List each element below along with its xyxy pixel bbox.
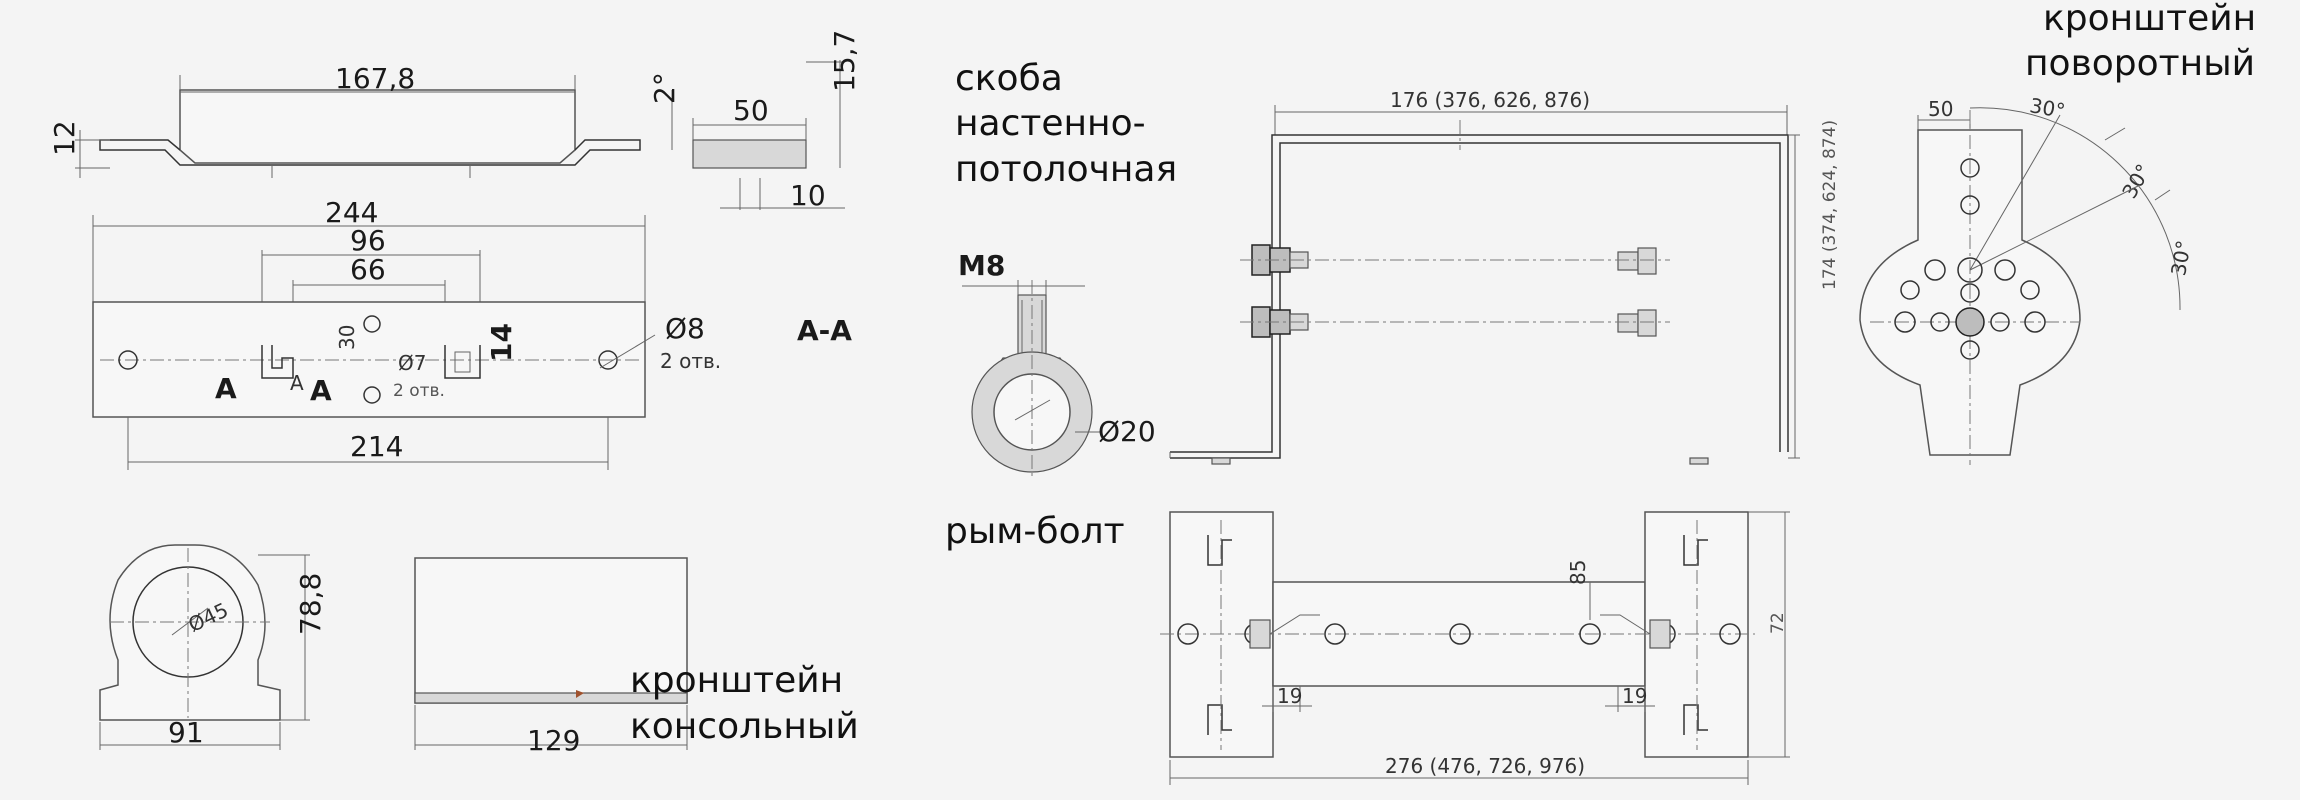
- console-bracket-caption-1: кронштейн: [630, 660, 843, 701]
- dim-side-height: 15,7: [828, 30, 861, 92]
- dim-swivel-angle-1: 30°: [2028, 93, 2067, 123]
- dim-hole-large-count: 2 отв.: [660, 349, 721, 373]
- section-marker-a: A: [215, 372, 237, 405]
- dim-console-length: 129: [527, 724, 580, 757]
- dim-hole-large: Ø8: [665, 312, 705, 345]
- dim-hole-small: Ø7: [398, 351, 426, 375]
- dim-console-width: 91: [168, 716, 204, 749]
- wall-ceiling-bottom-view: 19 19 85 72 276 (476, 726, 976): [1160, 511, 1790, 785]
- console-bracket-side-view: 129 кронштейн консольный: [414, 557, 859, 757]
- dim-hole-small-count: 2 отв.: [393, 381, 445, 401]
- eye-bolt-view: M8 Ø20 рым-болт: [945, 249, 1156, 552]
- clamp-end-view: 50 15,7 10: [692, 30, 861, 212]
- dim-wall-edge-left: 19: [1277, 684, 1302, 708]
- wall-bracket-caption-2: настенно-: [955, 103, 1146, 144]
- swivel-bracket-view: кронштейн поворотный 50 30° 30° 30°: [1859, 0, 2256, 465]
- dim-swivel-angle-3: 30°: [2166, 239, 2196, 278]
- wall-bracket-caption-3: потолочная: [955, 149, 1177, 190]
- dim-side-width: 50: [733, 94, 769, 127]
- wall-ceiling-front-view: 176 (376, 626, 876) 174 (374, 624, 874): [1169, 88, 1840, 465]
- swivel-caption-1: кронштейн: [2043, 0, 2256, 39]
- dim-eye-bolt-thread: M8: [958, 249, 1005, 282]
- dim-console-height: 78,8: [294, 573, 327, 635]
- dim-slot-inner: 66: [350, 253, 386, 286]
- dim-swivel-width: 50: [1928, 97, 1953, 121]
- dim-swivel-angle-2: 30°: [2117, 160, 2156, 203]
- console-bracket-front-view: Ø45 78,8 91: [99, 544, 327, 750]
- dim-wall-bottom-length: 276 (476, 726, 976): [1385, 754, 1585, 778]
- dim-clamp-overall: 244: [325, 196, 378, 229]
- section-title: A-A: [797, 314, 852, 347]
- console-bracket-caption-2: консольный: [630, 706, 859, 747]
- clamp-top-view: 244 96 66 A A A 30 Ø7 2 отв. 14 Ø8 2 отв…: [92, 196, 852, 470]
- dim-eye-bolt-ring: Ø20: [1098, 415, 1156, 448]
- dim-hole-offset: 30: [335, 325, 359, 350]
- section-marker-b: A: [310, 374, 332, 407]
- dim-slot-width: 14: [485, 323, 518, 362]
- dim-clamp-length: 167,8: [335, 62, 415, 95]
- dim-wall-top-length: 176 (376, 626, 876): [1390, 88, 1590, 112]
- dim-wall-depth: 72: [1768, 612, 1788, 634]
- swivel-caption-2: поворотный: [2025, 43, 2255, 84]
- section-marker-left: A: [290, 371, 304, 395]
- dim-hole-spacing: 214: [350, 430, 403, 463]
- dim-wall-height: 174 (374, 624, 874): [1820, 120, 1840, 290]
- dim-clamp-height: 12: [48, 120, 81, 156]
- dim-side-thickness: 10: [790, 179, 826, 212]
- eye-bolt-caption: рым-болт: [945, 511, 1125, 552]
- clamp-side-view: 167,8 12 2°: [48, 62, 681, 178]
- dim-wall-bolt-spacing: 85: [1566, 560, 1590, 585]
- dim-wall-edge-right: 19: [1622, 684, 1647, 708]
- wall-bracket-caption-1: скоба: [955, 58, 1063, 99]
- dim-slot-outer: 96: [350, 224, 386, 257]
- dim-clamp-angle: 2°: [648, 72, 681, 104]
- wall-ceiling-caption: скоба настенно- потолочная: [955, 58, 1177, 190]
